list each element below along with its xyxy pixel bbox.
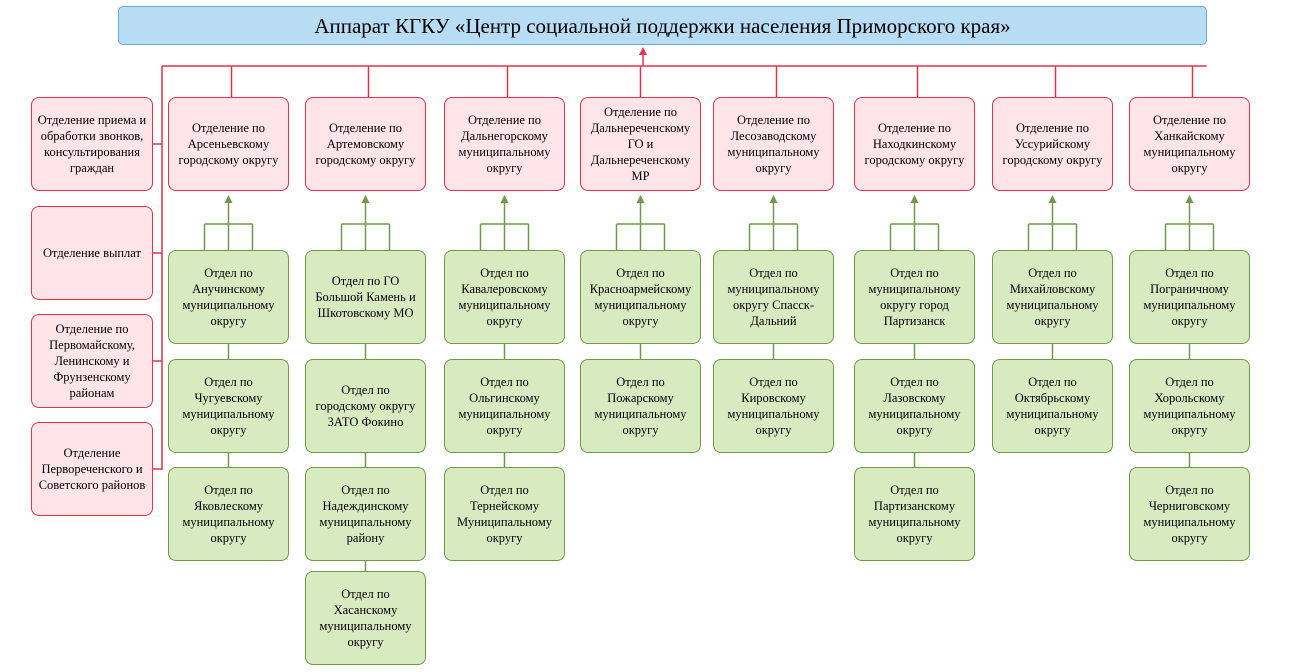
unit-2-1-label: Отдел по ГО Большой Камень и Шкотовскому… — [315, 274, 416, 320]
branch-department-5-label: Отделение по Лесозаводскому муниципально… — [727, 113, 820, 175]
unit-8-3: Отдел по Черниговскому муниципальному ок… — [1129, 467, 1250, 561]
unit-3-3: Отдел по Тернейскому Муниципальному окру… — [444, 467, 565, 561]
unit-1-2: Отдел по Чугуевскому муниципальному окру… — [168, 359, 289, 453]
unit-6-3: Отдел по Партизанскому муниципальному ок… — [854, 467, 975, 561]
branch-department-1: Отделение по Арсеньевскому городскому ок… — [168, 97, 289, 191]
unit-4-1: Отдел по Красноармейскому муниципальному… — [580, 250, 701, 344]
org-title-text: Аппарат КГКУ «Центр социальной поддержки… — [314, 13, 1011, 38]
unit-8-2: Отдел по Хорольскому муниципальному окру… — [1129, 359, 1250, 453]
branch-department-6-label: Отделение по Находкинскому городскому ок… — [864, 121, 965, 167]
branch-department-8-label: Отделение по Ханкайскому муниципальному … — [1143, 113, 1236, 175]
side-department-2-label: Отделение выплат — [43, 246, 141, 260]
unit-2-3: Отдел по Надеждинскому муниципальному ра… — [305, 467, 426, 561]
side-department-4-label: Отделение Первореченского и Советского р… — [38, 446, 146, 492]
unit-3-2: Отдел по Ольгинскому муниципальному окру… — [444, 359, 565, 453]
side-department-4: Отделение Первореченского и Советского р… — [31, 422, 153, 516]
unit-5-2: Отдел по Кировскому муниципальному округ… — [713, 359, 834, 453]
branch-department-5: Отделение по Лесозаводскому муниципально… — [713, 97, 834, 191]
title-arrow — [639, 47, 647, 55]
branch-department-4-label: Отделение по Дальнереченскому ГО и Дальн… — [590, 105, 691, 183]
unit-1-1: Отдел по Анучинскому муниципальному окру… — [168, 250, 289, 344]
unit-6-1: Отдел по муниципальному округу город Пар… — [854, 250, 975, 344]
branch-department-3: Отделение по Дальнегорскому муниципально… — [444, 97, 565, 191]
branch-6-arrow — [910, 195, 919, 203]
branch-department-6: Отделение по Находкинскому городскому ок… — [854, 97, 975, 191]
unit-2-2-label: Отдел по городскому округу ЗАТО Фокино — [315, 383, 416, 429]
branch-7-arrow — [1048, 195, 1057, 203]
branch-department-4: Отделение по Дальнереченскому ГО и Дальн… — [580, 97, 701, 191]
unit-7-2-label: Отдел по Октябрьскому муниципальному окр… — [1006, 375, 1099, 437]
unit-1-3-label: Отдел по Яковлескому муниципальному окру… — [182, 483, 275, 545]
unit-6-3-label: Отдел по Партизанскому муниципальному ок… — [868, 483, 961, 545]
branch-4-arrow — [636, 195, 645, 203]
unit-1-2-label: Отдел по Чугуевскому муниципальному окру… — [182, 375, 275, 437]
unit-3-1: Отдел по Кавалеровскому муниципальному о… — [444, 250, 565, 344]
org-title: Аппарат КГКУ «Центр социальной поддержки… — [118, 6, 1207, 45]
unit-1-3: Отдел по Яковлескому муниципальному окру… — [168, 467, 289, 561]
unit-4-1-label: Отдел по Красноармейскому муниципальному… — [589, 266, 692, 328]
branch-department-2: Отделение по Артемовскому городскому окр… — [305, 97, 426, 191]
branch-department-7-label: Отделение по Уссурийскому городскому окр… — [1002, 121, 1103, 167]
branch-department-7: Отделение по Уссурийскому городскому окр… — [992, 97, 1113, 191]
unit-5-2-label: Отдел по Кировскому муниципальному округ… — [727, 375, 820, 437]
unit-1-1-label: Отдел по Анучинскому муниципальному окру… — [182, 266, 275, 328]
unit-6-2-label: Отдел по Лазовскому муниципальному округ… — [868, 375, 961, 437]
side-department-1-label: Отделение приема и обработки звонков, ко… — [37, 113, 147, 175]
side-department-1: Отделение приема и обработки звонков, ко… — [31, 97, 153, 191]
unit-8-2-label: Отдел по Хорольскому муниципальному окру… — [1143, 375, 1236, 437]
branch-2-arrow — [361, 195, 370, 203]
branch-department-3-label: Отделение по Дальнегорскому муниципально… — [458, 113, 551, 175]
unit-2-4: Отдел по Хасанскому муниципальному округ… — [305, 571, 426, 665]
unit-2-3-label: Отдел по Надеждинскому муниципальному ра… — [319, 483, 412, 545]
unit-2-4-label: Отдел по Хасанскому муниципальному округ… — [319, 587, 412, 649]
unit-2-2: Отдел по городскому округу ЗАТО Фокино — [305, 359, 426, 453]
branch-1-arrow — [224, 195, 233, 203]
branch-department-8: Отделение по Ханкайскому муниципальному … — [1129, 97, 1250, 191]
branch-5-arrow — [769, 195, 778, 203]
unit-8-1-label: Отдел по Пограничному муниципальному окр… — [1143, 266, 1236, 328]
unit-2-1: Отдел по ГО Большой Камень и Шкотовскому… — [305, 250, 426, 344]
branch-department-2-label: Отделение по Артемовскому городскому окр… — [315, 121, 416, 167]
side-department-3: Отделение по Первомайскому, Ленинскому и… — [31, 314, 153, 408]
unit-4-2-label: Отдел по Пожарскому муниципальному округ… — [594, 375, 687, 437]
unit-6-2: Отдел по Лазовскому муниципальному округ… — [854, 359, 975, 453]
branch-8-arrow — [1185, 195, 1194, 203]
unit-6-1-label: Отдел по муниципальному округу город Пар… — [868, 266, 961, 328]
unit-3-2-label: Отдел по Ольгинскому муниципальному окру… — [458, 375, 551, 437]
unit-5-1-label: Отдел по муниципальному округу Спасск-Да… — [727, 266, 820, 328]
unit-7-1-label: Отдел по Михайловскому муниципальному ок… — [1006, 266, 1099, 328]
unit-7-2: Отдел по Октябрьскому муниципальному окр… — [992, 359, 1113, 453]
unit-7-1: Отдел по Михайловскому муниципальному ок… — [992, 250, 1113, 344]
unit-8-3-label: Отдел по Черниговскому муниципальному ок… — [1143, 483, 1236, 545]
unit-3-3-label: Отдел по Тернейскому Муниципальному окру… — [457, 483, 552, 545]
unit-4-2: Отдел по Пожарскому муниципальному округ… — [580, 359, 701, 453]
unit-3-1-label: Отдел по Кавалеровскому муниципальному о… — [458, 266, 551, 328]
branch-3-arrow — [500, 195, 509, 203]
side-department-2: Отделение выплат — [31, 206, 153, 300]
branch-department-1-label: Отделение по Арсеньевскому городскому ок… — [178, 121, 279, 167]
side-department-3-label: Отделение по Первомайскому, Ленинскому и… — [49, 322, 135, 400]
unit-5-1: Отдел по муниципальному округу Спасск-Да… — [713, 250, 834, 344]
unit-8-1: Отдел по Пограничному муниципальному окр… — [1129, 250, 1250, 344]
